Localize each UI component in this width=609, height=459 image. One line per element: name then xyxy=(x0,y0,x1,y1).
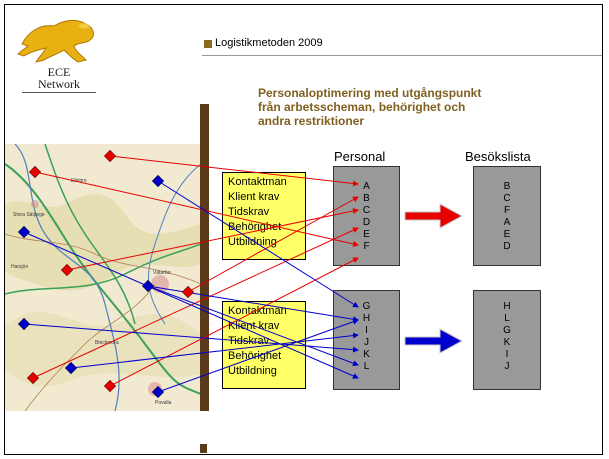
assignment-line-red xyxy=(109,257,359,387)
map-marker-blue xyxy=(17,317,31,331)
visit-list-bottom: H L G K I J xyxy=(474,301,540,373)
visit-letter: K xyxy=(503,337,511,348)
lion-logo-icon xyxy=(17,19,94,63)
map-marker-red xyxy=(103,379,117,393)
assignment-line-red xyxy=(34,171,359,247)
criteria-item: Kontaktman xyxy=(228,176,287,188)
personal-list-top: A B C D E F xyxy=(334,181,399,253)
map-marker-red xyxy=(26,371,40,385)
assignment-line-blue xyxy=(23,231,359,379)
block-arrow-red xyxy=(404,203,464,229)
assignment-line-red xyxy=(187,196,359,293)
map-place-label: Stora Sälpege xyxy=(13,212,45,218)
map-place-label: Vätarbo xyxy=(153,270,171,276)
assignment-line-red xyxy=(66,208,359,271)
criteria-item: Behörighet xyxy=(228,221,282,233)
map-marker-blue xyxy=(141,279,155,293)
visit-box-bottom: H L G K I J xyxy=(473,290,541,390)
logo-line-2: Network xyxy=(38,77,80,91)
map-marker-red xyxy=(60,263,74,277)
personal-letter: L xyxy=(363,361,370,372)
visit-letter: G xyxy=(503,325,511,336)
personal-letter: B xyxy=(363,193,370,204)
personal-letter: F xyxy=(363,241,370,252)
column-title-besokslista: Besökslista xyxy=(465,149,531,164)
map-marker-blue xyxy=(151,174,165,188)
personal-letter: D xyxy=(362,217,371,228)
assignment-line-blue xyxy=(23,323,359,353)
subtitle-line-1: Personaloptimering med utgångspunkt xyxy=(258,86,482,100)
personal-letter: C xyxy=(362,205,371,216)
assignment-line-blue xyxy=(70,332,359,369)
slide-border xyxy=(4,4,603,455)
map-marker-red xyxy=(181,285,195,299)
criteria-item: Tidskrav xyxy=(228,206,270,218)
map-place-label: Ellebro xyxy=(71,178,87,184)
assignment-line-blue xyxy=(157,180,359,308)
visit-letter: F xyxy=(503,205,511,216)
header-title: Logistikmetoden 2009 xyxy=(215,37,323,49)
criteria-item: Utbildning xyxy=(228,365,277,377)
slide-subtitle: Personaloptimering med utgångspunkt från… xyxy=(258,86,578,128)
visit-letter: B xyxy=(503,181,511,192)
criteria-item: Kontaktman xyxy=(228,305,287,317)
visit-list-top: B C F A E D xyxy=(474,181,540,253)
map-place-label: Povalla xyxy=(155,400,172,406)
assignment-line-blue xyxy=(147,285,359,367)
logo-underline xyxy=(22,92,96,93)
assignment-line-red xyxy=(109,155,359,187)
header-divider xyxy=(202,55,602,56)
visit-letter: H xyxy=(503,301,511,312)
map-place-label: Bleckmora xyxy=(95,340,119,346)
map-marker-blue xyxy=(151,385,165,399)
visit-box-top: B C F A E D xyxy=(473,166,541,266)
map-marker-blue xyxy=(64,361,78,375)
column-title-personal: Personal xyxy=(334,149,386,164)
visit-letter: C xyxy=(503,193,511,204)
visit-letter: D xyxy=(503,241,511,252)
subtitle-line-2: från arbetsscheman, behörighet och xyxy=(258,100,466,114)
logo-text: ECE Network xyxy=(20,66,98,90)
criteria-item: Klient krav xyxy=(228,191,280,203)
personal-letter: H xyxy=(362,313,371,324)
map-place-label: Harsjön xyxy=(11,264,29,270)
visit-letter: E xyxy=(503,229,511,240)
personal-list-bottom: G H I J K L xyxy=(334,301,399,373)
map-marker-red xyxy=(103,149,117,163)
personal-letter: J xyxy=(364,337,369,348)
criteria-item: Utbildning xyxy=(228,236,277,248)
criteria-item: Behörighet xyxy=(228,350,282,362)
criteria-box-top: Kontaktman Klient krav Tidskrav Behörigh… xyxy=(222,172,306,260)
personal-letter: G xyxy=(362,301,371,312)
block-arrow-blue xyxy=(404,328,464,354)
map-marker-blue xyxy=(17,225,31,239)
visit-letter: I xyxy=(505,349,509,360)
divider-bar xyxy=(200,104,209,411)
assignment-line-red xyxy=(32,227,359,379)
personal-letter: K xyxy=(363,349,370,360)
subtitle-line-3: andra restriktioner xyxy=(258,114,365,128)
visit-letter: J xyxy=(504,361,510,372)
assignment-line-blue xyxy=(157,318,359,393)
personal-letter: A xyxy=(363,181,370,192)
visit-letter: L xyxy=(504,313,510,324)
visit-letter: A xyxy=(503,217,511,228)
map-marker-red xyxy=(28,165,42,179)
divider-bar-stub xyxy=(200,444,207,453)
personal-box-bottom: G H I J K L xyxy=(333,290,400,390)
bullet-square-icon xyxy=(204,40,212,48)
logo-line-1: ECE xyxy=(47,65,71,79)
personal-letter: I xyxy=(365,325,368,336)
personal-letter: E xyxy=(363,229,370,240)
